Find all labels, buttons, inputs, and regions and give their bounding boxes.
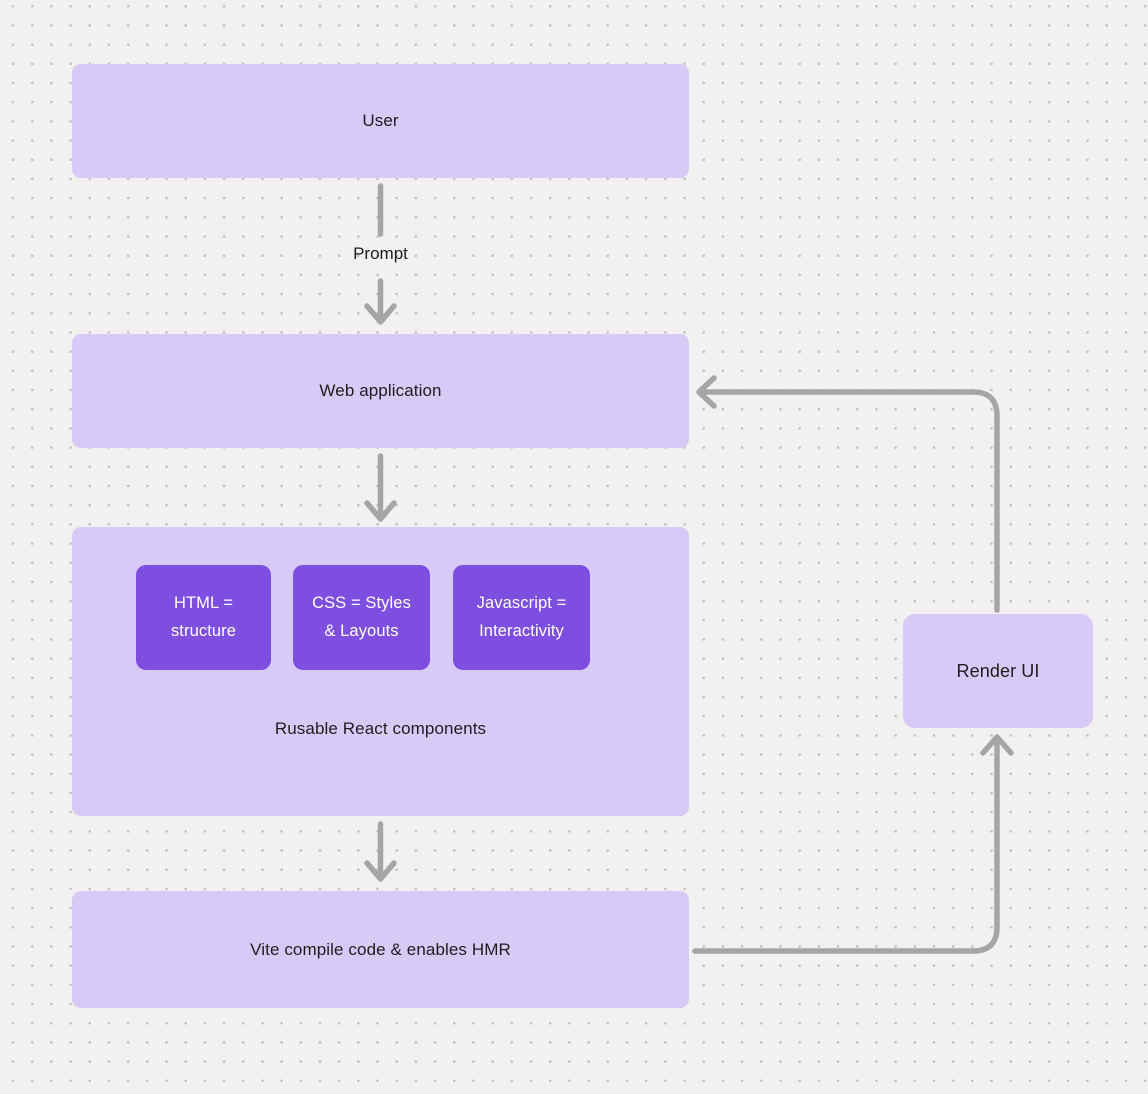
node-render-ui[interactable]: Render UI [903, 614, 1093, 728]
arrowhead-down-icon [364, 860, 397, 882]
arrowhead-down-icon [364, 303, 397, 325]
node-javascript[interactable]: Javascript = Interactivity [453, 565, 590, 670]
node-user[interactable]: User [72, 64, 689, 178]
arrowhead-up-icon [980, 734, 1014, 756]
arrowhead-left-icon [696, 375, 717, 409]
node-html[interactable]: HTML = structure [136, 565, 271, 670]
node-components-group[interactable]: HTML = structure CSS = Styles & Layouts … [72, 527, 689, 816]
node-web-application-label: Web application [319, 381, 442, 400]
node-vite-label: Vite compile code & enables HMR [250, 939, 511, 959]
node-html-label: HTML = structure [170, 593, 237, 640]
arrow-renderui-to-webapp [701, 389, 1000, 613]
edge-label-prompt: Prompt [353, 244, 408, 263]
node-web-application[interactable]: Web application [72, 334, 689, 448]
node-css-label: CSS = Styles & Layouts [312, 593, 411, 640]
node-render-ui-label: Render UI [956, 660, 1040, 681]
arrowhead-down-icon [364, 500, 397, 522]
node-user-label: User [362, 111, 399, 130]
node-css[interactable]: CSS = Styles & Layouts [293, 565, 430, 670]
node-javascript-label: Javascript = Interactivity [476, 593, 567, 640]
node-vite[interactable]: Vite compile code & enables HMR [72, 891, 689, 1008]
arrow-vite-to-renderui [692, 739, 1000, 954]
components-group-caption: Rusable React components [274, 719, 487, 738]
